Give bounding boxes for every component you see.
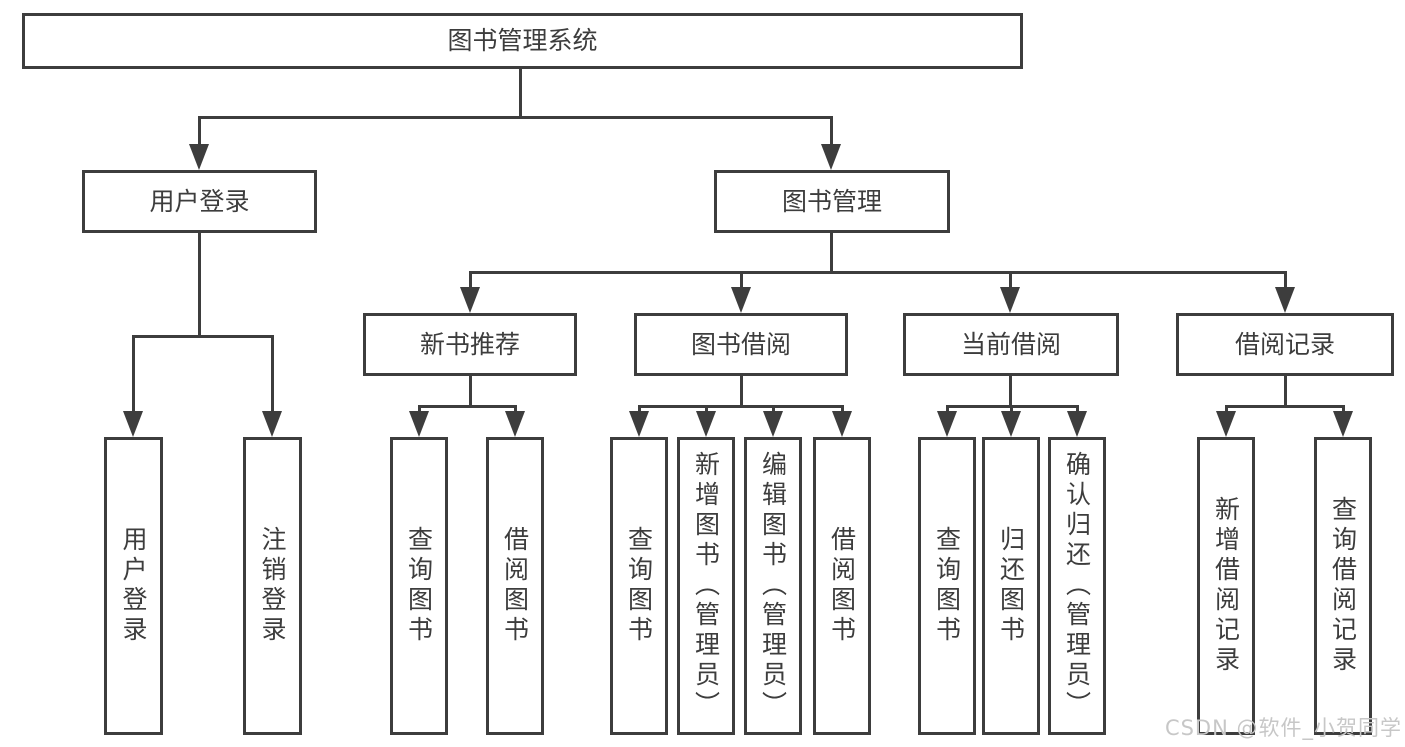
connector-line bbox=[132, 335, 135, 415]
leaf-borrow-query-books: 查询图书 bbox=[610, 437, 668, 735]
arrowhead-down-icon bbox=[629, 411, 649, 437]
connector-line bbox=[740, 376, 743, 408]
arrowhead-down-icon bbox=[1275, 287, 1295, 313]
leaf-recommend-query-books: 查询图书 bbox=[390, 437, 448, 735]
arrowhead-down-icon bbox=[696, 411, 716, 437]
leaf-records-add-record: 新增借阅记录 bbox=[1197, 437, 1255, 735]
arrowhead-down-icon bbox=[763, 411, 783, 437]
node-user-login: 用户登录 bbox=[82, 170, 317, 233]
leaf-records-query-record: 查询借阅记录 bbox=[1314, 437, 1372, 735]
connector-line bbox=[1076, 405, 1079, 415]
connector-line bbox=[841, 405, 844, 415]
leaf-user-login: 用户登录 bbox=[104, 437, 163, 735]
node-root-library-system: 图书管理系统 bbox=[22, 13, 1023, 69]
connector-line bbox=[740, 271, 743, 291]
connector-line bbox=[638, 405, 641, 415]
arrowhead-down-icon bbox=[262, 411, 282, 437]
node-new-book-recommend: 新书推荐 bbox=[363, 313, 577, 376]
node-borrow-records: 借阅记录 bbox=[1176, 313, 1394, 376]
arrowhead-down-icon bbox=[731, 287, 751, 313]
connector-line bbox=[132, 335, 274, 338]
arrowhead-down-icon bbox=[123, 411, 143, 437]
arrowhead-down-icon bbox=[1216, 411, 1236, 437]
connector-line bbox=[772, 405, 775, 415]
arrowhead-down-icon bbox=[832, 411, 852, 437]
arrowhead-down-icon bbox=[1333, 411, 1353, 437]
connector-line bbox=[519, 68, 522, 118]
connector-line bbox=[514, 405, 517, 415]
connector-line bbox=[469, 271, 1287, 274]
connector-line bbox=[271, 335, 274, 415]
leaf-current-query-books: 查询图书 bbox=[918, 437, 976, 735]
connector-line bbox=[418, 405, 517, 408]
connector-line bbox=[705, 405, 708, 415]
leaf-current-return-books: 归还图书 bbox=[982, 437, 1040, 735]
connector-line bbox=[830, 116, 833, 148]
connector-line bbox=[469, 271, 472, 291]
arrowhead-down-icon bbox=[1001, 411, 1021, 437]
connector-line bbox=[1010, 405, 1013, 415]
arrowhead-down-icon bbox=[821, 144, 841, 170]
connector-line bbox=[198, 116, 201, 148]
connector-line bbox=[1284, 376, 1287, 408]
connector-line bbox=[1284, 271, 1287, 291]
connector-line bbox=[1225, 405, 1345, 408]
connector-line bbox=[1009, 376, 1012, 408]
node-book-management: 图书管理 bbox=[714, 170, 950, 233]
connector-line bbox=[946, 405, 949, 415]
connector-line bbox=[1342, 405, 1345, 415]
connector-line bbox=[469, 376, 472, 408]
connector-line bbox=[418, 405, 421, 415]
arrowhead-down-icon bbox=[1000, 287, 1020, 313]
connector-line bbox=[198, 233, 201, 337]
leaf-borrow-borrow-books: 借阅图书 bbox=[813, 437, 871, 735]
connector-line bbox=[830, 233, 833, 273]
leaf-borrow-add-books-admin: 新增图书（管理员） bbox=[677, 437, 735, 735]
connector-line bbox=[198, 116, 833, 119]
leaf-logout: 注销登录 bbox=[243, 437, 302, 735]
connector-line bbox=[1009, 271, 1012, 291]
arrowhead-down-icon bbox=[460, 287, 480, 313]
arrowhead-down-icon bbox=[409, 411, 429, 437]
arrowhead-down-icon bbox=[937, 411, 957, 437]
leaf-recommend-borrow-books: 借阅图书 bbox=[486, 437, 544, 735]
arrowhead-down-icon bbox=[189, 144, 209, 170]
connector-line bbox=[1225, 405, 1228, 415]
leaf-current-confirm-return-admin: 确认归还（管理员） bbox=[1048, 437, 1106, 735]
arrowhead-down-icon bbox=[1067, 411, 1087, 437]
node-book-borrow: 图书借阅 bbox=[634, 313, 848, 376]
arrowhead-down-icon bbox=[505, 411, 525, 437]
csdn-watermark: CSDN @软件_小贺同学 bbox=[1164, 716, 1402, 740]
connector-line bbox=[638, 405, 844, 408]
node-current-borrow: 当前借阅 bbox=[903, 313, 1119, 376]
leaf-borrow-edit-books-admin: 编辑图书（管理员） bbox=[744, 437, 802, 735]
